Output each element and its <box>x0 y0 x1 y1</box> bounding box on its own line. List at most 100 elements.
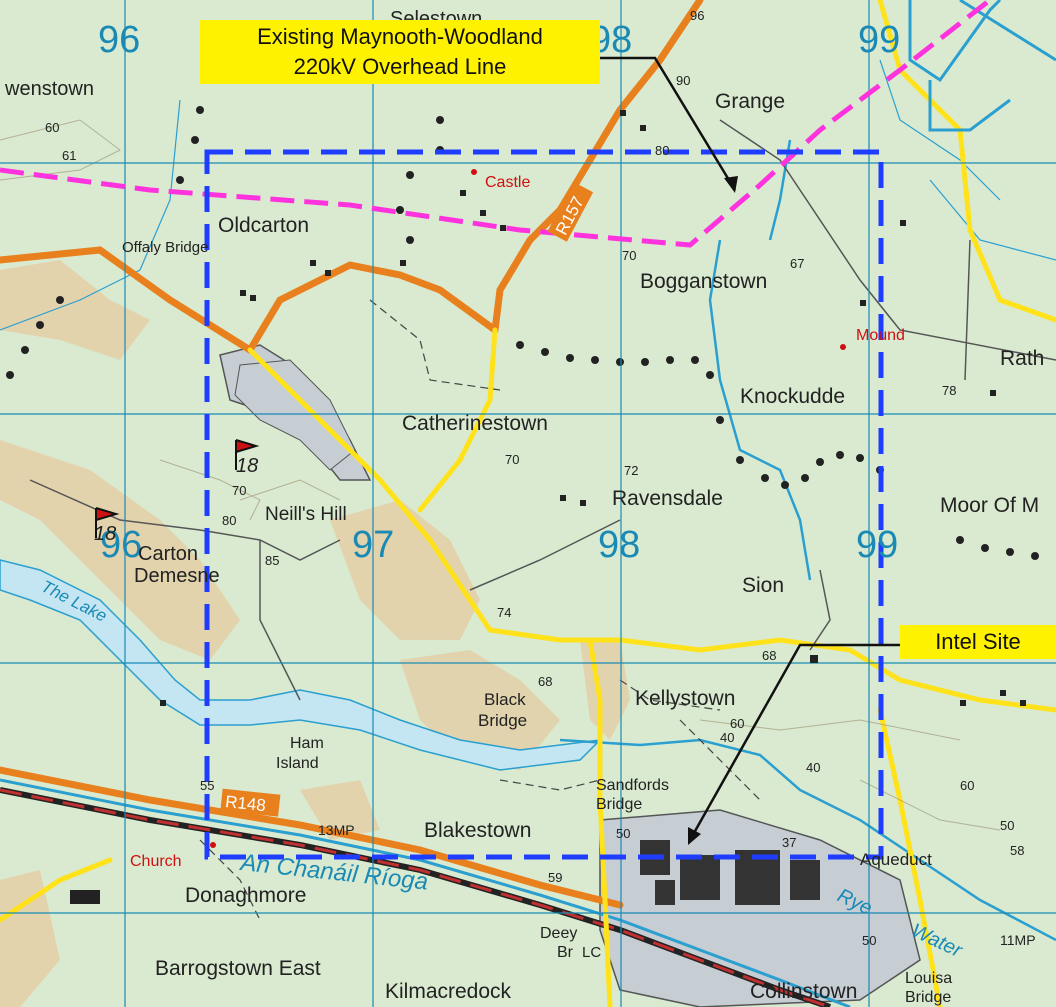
grid-number-96-top: 96 <box>98 19 140 61</box>
golf-number-2: 18 <box>94 523 116 545</box>
feature-13mp: 13MP <box>318 822 355 838</box>
grid-number-99-mid: 99 <box>856 524 898 566</box>
reservoir <box>234 359 356 471</box>
feature-castle: Castle <box>485 174 530 191</box>
feature-mound: Mound <box>856 327 905 344</box>
grid-number-98-mid: 98 <box>598 524 640 566</box>
mound-marker <box>840 344 846 350</box>
overhead-line-callout-line2: 220kV Overhead Line <box>293 54 507 79</box>
place-demesne: Demesne <box>134 565 220 587</box>
callout-arrows <box>580 56 900 841</box>
place-sandfords: Sandfords <box>596 777 669 794</box>
grid-number-96-mid: 96 <box>100 524 142 566</box>
the-lake <box>0 559 603 771</box>
woodland-areas <box>0 260 630 1007</box>
spot-height: 60 <box>730 716 744 731</box>
place-black: Black <box>484 690 526 709</box>
place-donaghmore: Donaghmore <box>185 884 306 907</box>
place-sandfords-bridge: Bridge <box>596 796 642 813</box>
place-barrogstown-east: Barrogstown East <box>155 957 321 980</box>
spot-height: 67 <box>790 256 804 271</box>
spot-height: 55 <box>200 778 214 793</box>
spot-height: 74 <box>497 605 511 620</box>
railway-line <box>0 787 831 1007</box>
place-moor-of: Moor Of M <box>940 494 1039 517</box>
place-grange: Grange <box>715 90 785 113</box>
place-blakestown: Blakestown <box>424 819 531 842</box>
place-aqueduct: Aqueduct <box>860 850 932 869</box>
place-sion: Sion <box>742 574 784 597</box>
spot-height: 40 <box>720 730 734 745</box>
spot-height: 80 <box>222 513 236 528</box>
tracks <box>199 299 761 921</box>
place-carton: Carton <box>138 543 198 565</box>
feature-church: Church <box>130 853 182 870</box>
boundary-dots <box>6 76 1039 560</box>
place-lc: LC <box>582 944 601 961</box>
place-deey: Deey <box>540 925 577 942</box>
place-rath: Rath <box>1000 347 1044 370</box>
golf-flag-icon: 18 <box>94 507 120 545</box>
spot-height: 37 <box>782 835 796 850</box>
spot-height: 50 <box>616 826 630 841</box>
place-louisa-bridge: Bridge <box>905 989 951 1006</box>
golf-flag-icon: 18 <box>235 439 260 477</box>
spot-height: 40 <box>806 760 820 775</box>
grid-number-97-mid: 97 <box>352 524 394 566</box>
spot-height: 50 <box>862 933 876 948</box>
spot-height: 58 <box>1010 843 1024 858</box>
site-boundary <box>204 149 884 860</box>
place-bogganstown: Bogganstown <box>640 270 767 293</box>
road-label-r148-text: R148 <box>224 792 266 815</box>
place-kellystown: Kellystown <box>635 687 735 710</box>
spot-height: 50 <box>1000 818 1014 833</box>
place-deey-br: Br <box>557 944 574 961</box>
spot-height: 61 <box>62 148 76 163</box>
spot-height: 59 <box>548 870 562 885</box>
golf-number-1: 18 <box>236 455 258 477</box>
intel-site-callout: Intel Site <box>900 625 1056 659</box>
place-ham: Ham <box>290 735 324 752</box>
church-marker <box>210 842 216 848</box>
spot-height: 68 <box>762 648 776 663</box>
spot-heights: 96 90 80 61 60 70 67 78 72 70 70 80 85 7… <box>45 8 1024 948</box>
place-black-bridge: Bridge <box>478 711 527 730</box>
spot-height: 70 <box>622 248 636 263</box>
contours <box>0 119 1001 831</box>
place-wenstown: wenstown <box>4 78 94 100</box>
place-ravensdale: Ravensdale <box>612 487 723 510</box>
place-knockudde: Knockudde <box>740 385 845 408</box>
place-collinstown: Collinstown <box>750 980 857 1003</box>
buildings <box>70 110 1026 904</box>
feature-11mp: 11MP <box>1000 932 1036 948</box>
castle-marker <box>471 169 477 175</box>
spot-height: 78 <box>942 383 956 398</box>
overhead-line <box>0 0 992 248</box>
royal-canal <box>0 778 851 1007</box>
spot-height: 68 <box>538 674 552 689</box>
spot-height: 96 <box>690 8 704 23</box>
grid-number-99-top: 99 <box>858 19 900 61</box>
spot-height: 72 <box>624 463 638 478</box>
overhead-line-callout-line1: Existing Maynooth-Woodland <box>257 24 543 49</box>
spot-height: 60 <box>45 120 59 135</box>
place-catherinestown: Catherinestown <box>402 412 548 435</box>
place-neills-hill: Neill's Hill <box>265 504 347 525</box>
place-island: Island <box>276 755 319 772</box>
spot-height: 85 <box>265 553 279 568</box>
spot-height: 60 <box>960 778 974 793</box>
place-oldcarton: Oldcarton <box>218 214 309 237</box>
intel-site-callout-text: Intel Site <box>935 629 1021 654</box>
overhead-line-callout: Existing Maynooth-Woodland 220kV Overhea… <box>200 20 600 84</box>
place-louisa: Louisa <box>905 970 952 987</box>
arrow-heads <box>688 176 738 845</box>
place-offaly-bridge: Offaly Bridge <box>122 239 208 256</box>
spot-height: 80 <box>655 143 669 158</box>
spot-height: 70 <box>232 483 246 498</box>
road-label-r148: R148 <box>220 788 281 817</box>
streams <box>0 59 1056 331</box>
place-kilmacredock: Kilmacredock <box>385 980 512 1003</box>
spot-height: 70 <box>505 452 519 467</box>
